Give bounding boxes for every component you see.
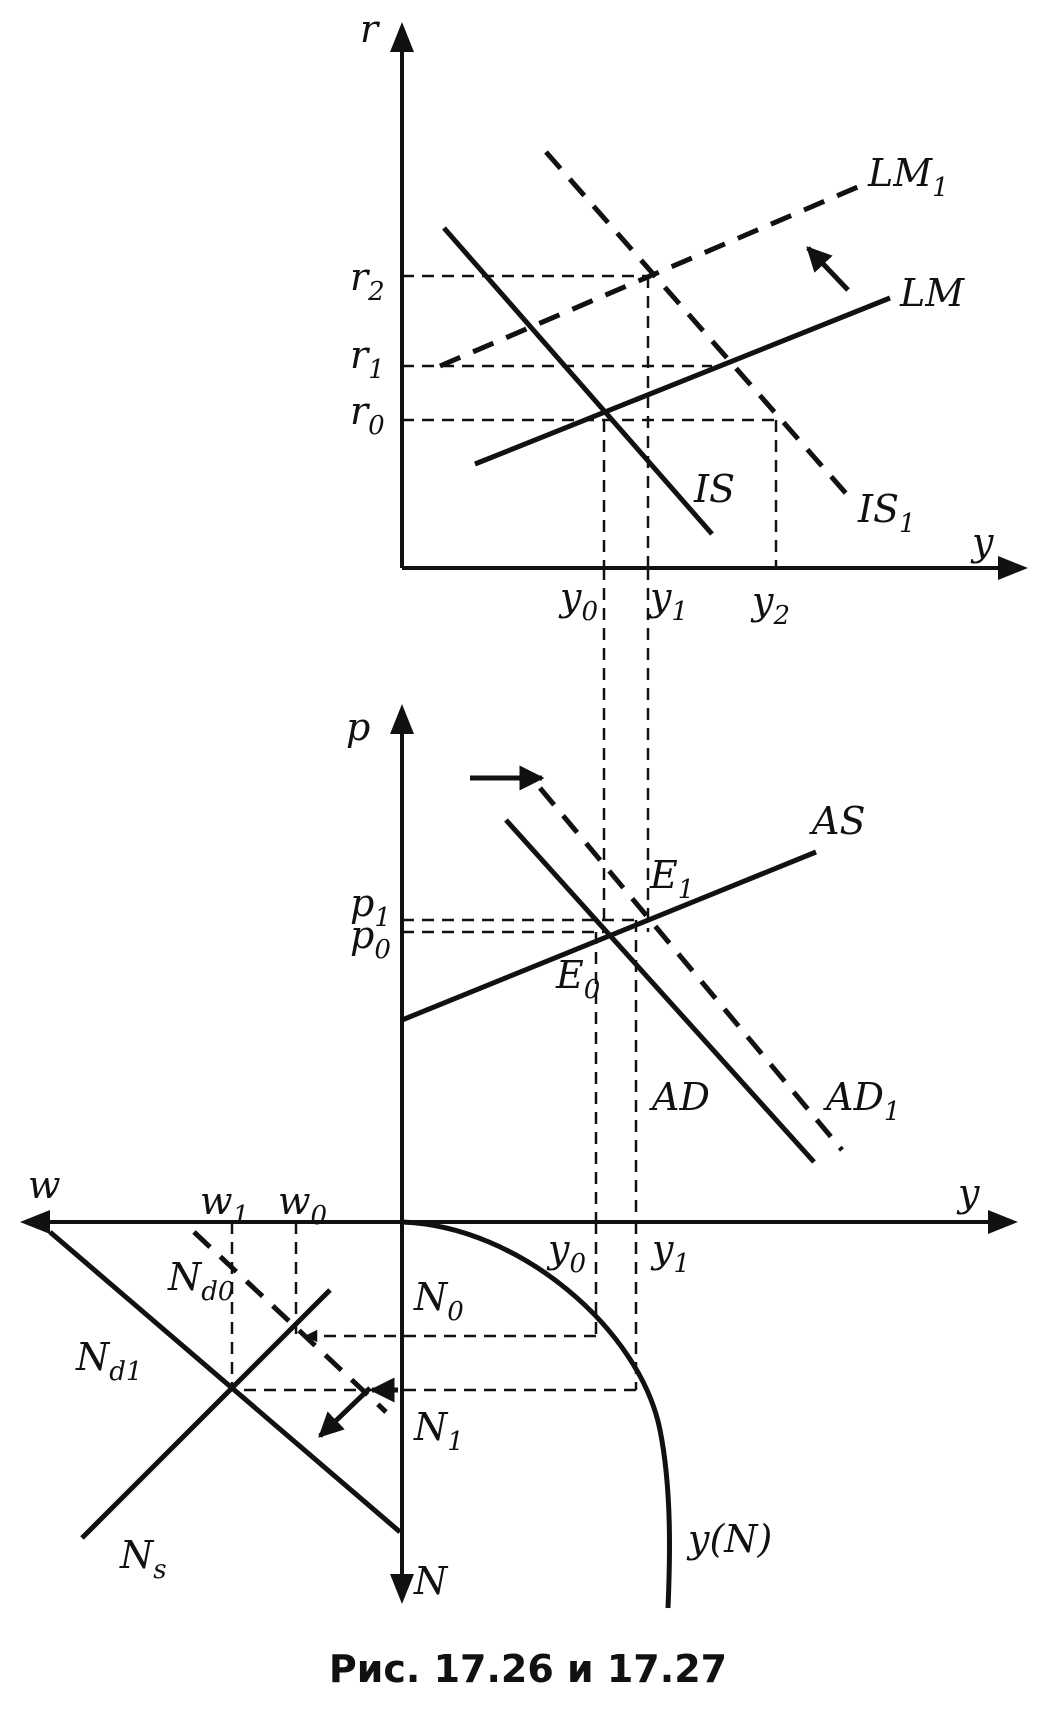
- y-axis-top-label: y: [970, 520, 994, 564]
- n-axis-label: N: [413, 1559, 449, 1603]
- p-axis-label: p: [346, 705, 370, 749]
- ns-curve: [80, 1288, 332, 1540]
- w1-label: w1: [200, 1179, 249, 1231]
- y2-label-top: y2: [750, 579, 790, 631]
- ad1-label: AD1: [823, 1075, 900, 1127]
- r1-label: r1: [350, 333, 385, 385]
- labor-panel: w y N w1 w0 y0 y1 N0 N1 Nd0 Nd1 Ns y(N): [20, 1163, 1018, 1609]
- is1-curve: [544, 150, 852, 500]
- nd1-curve: [48, 1230, 402, 1534]
- r2-label: r2: [350, 255, 385, 307]
- nd1-label: Nd1: [75, 1335, 142, 1387]
- p0-label: p0: [350, 913, 391, 965]
- r-axis-arrow-icon: [390, 22, 414, 52]
- e1-label: E1: [649, 853, 694, 905]
- ad1-curve: [538, 786, 844, 1152]
- w-axis-label: w: [28, 1163, 61, 1207]
- yn-curve: [401, 1219, 673, 1609]
- y-axis-bottom-label: y: [956, 1171, 980, 1215]
- as-label: AS: [809, 799, 865, 843]
- lm1-curve: [439, 183, 861, 369]
- ns-label: Ns: [119, 1533, 167, 1585]
- ad-label: AD: [649, 1075, 710, 1119]
- figure-caption: Рис. 17.26 и 17.27: [329, 1647, 727, 1691]
- lm-label: LM: [899, 271, 965, 315]
- is-label: IS: [693, 467, 735, 511]
- y0-label-top: y0: [558, 575, 598, 627]
- w-axis-arrow-icon: [20, 1210, 50, 1234]
- y1-label-top: y1: [648, 575, 688, 627]
- labor-shift-arrow: [318, 1386, 372, 1438]
- yn-label: y(N): [686, 1517, 772, 1561]
- n0-label: N0: [413, 1275, 464, 1327]
- y-axis-top-arrow-icon: [998, 556, 1028, 580]
- y0-label-bottom: y0: [546, 1227, 586, 1279]
- asad-panel: p p1 p0 E1 E0 AS AD AD1: [346, 704, 900, 1222]
- lm-shift-arrow: [806, 246, 850, 292]
- n1-label: N1: [413, 1405, 464, 1457]
- r-axis-label: r: [360, 7, 381, 51]
- y-axis-bottom-arrow-icon: [988, 1210, 1018, 1234]
- is1-label: IS1: [857, 487, 916, 539]
- r0-label: r0: [350, 389, 385, 441]
- lm1-label: LM1: [867, 151, 949, 203]
- islm-panel: r y r2 r1 r0 y0 y1 y2 LM1 LM IS IS1: [350, 7, 1028, 631]
- nd0-curve: [192, 1230, 388, 1414]
- ad-curve: [504, 818, 816, 1164]
- lm-curve: [474, 295, 891, 467]
- n-axis-arrow-icon: [390, 1574, 414, 1604]
- e0-label: E0: [555, 953, 600, 1005]
- y1-label-bottom: y1: [650, 1227, 690, 1279]
- p1-label: p1: [350, 881, 391, 933]
- is-curve: [442, 226, 714, 536]
- w0-label: w0: [278, 1179, 327, 1231]
- nd0-label: Nd0: [167, 1255, 234, 1307]
- p-axis-arrow-icon: [390, 704, 414, 734]
